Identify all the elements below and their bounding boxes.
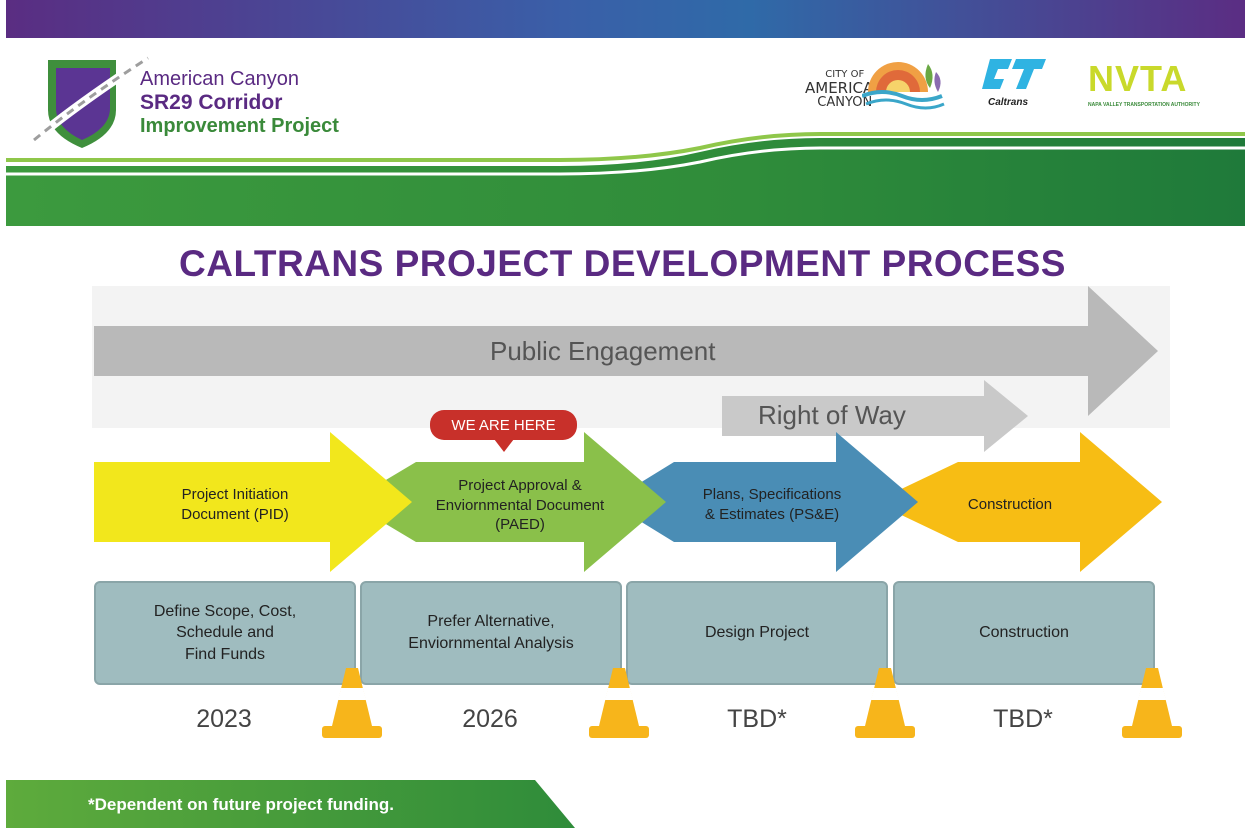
header-top-bar bbox=[6, 0, 1245, 38]
project-title-line2: SR29 Corridor bbox=[140, 91, 283, 114]
phase-arrow-pid bbox=[94, 432, 412, 572]
milestone-year-paed: 2026 bbox=[462, 705, 518, 733]
marker-pointer-icon bbox=[494, 439, 514, 452]
traffic-cone-icon bbox=[589, 668, 649, 738]
we-are-here-badge: WE ARE HERE bbox=[430, 410, 577, 440]
phase-label-pid: Project Initiation Document (PID) bbox=[181, 486, 289, 523]
main-title: CALTRANS PROJECT DEVELOPMENT PROCESS bbox=[179, 243, 1066, 284]
footer-green-band bbox=[6, 780, 575, 828]
phase-arrow-pse bbox=[609, 432, 918, 572]
city-of-american-canyon-logo: CITY OF AMERICAN CANYON bbox=[805, 69, 885, 111]
phase-arrow-paed bbox=[349, 432, 666, 572]
task-box-paed: Prefer Alternative, Enviornmental Analys… bbox=[360, 581, 622, 685]
task-box-pse: Design Project bbox=[626, 581, 888, 685]
milestone-year-pid: 2023 bbox=[196, 705, 252, 733]
caltrans-logo-label: Caltrans bbox=[988, 97, 1029, 108]
project-title-line3: Improvement Project bbox=[140, 115, 339, 138]
public-engagement-label: Public Engagement bbox=[490, 336, 716, 366]
nvta-logo-subtitle: NAPA VALLEY TRANSPORTATION AUTHORITY bbox=[1088, 102, 1200, 108]
city-logo-line2: AMERICAN bbox=[805, 78, 885, 97]
footer-note: *Dependent on future project funding. bbox=[88, 795, 394, 814]
header-green-swoosh bbox=[6, 132, 1245, 226]
right-of-way-arrow bbox=[722, 380, 1028, 452]
city-sunrise-emblem-icon bbox=[862, 62, 945, 110]
task-box-pid: Define Scope, Cost, Schedule and Find Fu… bbox=[94, 581, 356, 685]
phase-label-paed: Project Approval & Enviornmental Documen… bbox=[435, 477, 605, 533]
nvta-logo-label: NVTA bbox=[1088, 58, 1188, 99]
city-logo-line3: CANYON bbox=[817, 95, 873, 111]
phase-label-construction: Construction bbox=[967, 496, 1053, 513]
we-are-here-label: WE ARE HERE bbox=[451, 416, 556, 434]
milestone-year-construction: TBD* bbox=[993, 705, 1053, 733]
project-title-block: American Canyon SR29 Corridor Improvemen… bbox=[140, 68, 339, 138]
right-of-way-label: Right of Way bbox=[758, 400, 906, 430]
traffic-cone-icon bbox=[1122, 668, 1182, 738]
milestone-year-pse: TBD* bbox=[727, 705, 787, 733]
task-box-construction: Construction bbox=[893, 581, 1155, 685]
shield-road-logo-icon bbox=[31, 54, 150, 148]
phase-arrow-construction bbox=[874, 432, 1162, 572]
public-engagement-arrow bbox=[94, 286, 1158, 416]
traffic-cone-icon bbox=[855, 668, 915, 738]
traffic-cone-icon bbox=[322, 668, 382, 738]
project-title-line1: American Canyon bbox=[140, 68, 299, 90]
city-logo-line1: CITY OF bbox=[825, 69, 865, 80]
phase-arrows bbox=[94, 432, 1162, 572]
phase-label-pse: Plans, Specifications & Estimates (PS&E) bbox=[702, 486, 842, 523]
caltrans-logo-icon bbox=[982, 59, 1046, 89]
